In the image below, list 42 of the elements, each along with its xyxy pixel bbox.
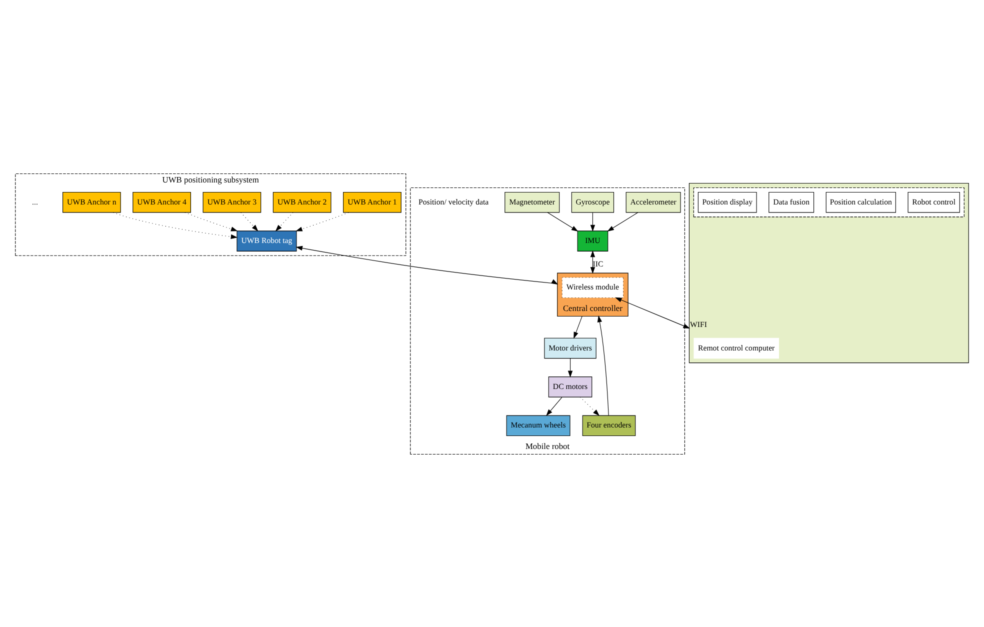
arrow [296, 245, 558, 284]
label: ... [32, 196, 38, 206]
node-box: UWB Anchor 3 [202, 191, 262, 212]
arrow [184, 212, 238, 231]
node-box: Magnetometer [504, 191, 560, 212]
node-box: DC motors [548, 376, 592, 397]
arrow [590, 212, 596, 232]
arrow [597, 314, 609, 416]
node-box: Remot control computer [694, 337, 779, 358]
arrow [568, 358, 573, 377]
arrow [113, 212, 238, 238]
node-box: UWB Anchor 4 [132, 191, 191, 212]
node-box: Wireless module [562, 276, 624, 298]
edge-label: WIFI [690, 320, 707, 329]
node-box: UWB Anchor 1 [343, 191, 402, 212]
label: Position/ velocity data [418, 196, 489, 206]
cluster [688, 182, 969, 363]
node-box: Position calculation [826, 191, 896, 212]
arrow [546, 396, 562, 416]
node-box: UWB Robot tag [236, 230, 297, 251]
node-box: Mecanum wheels [506, 414, 570, 436]
arrow [574, 315, 582, 338]
node-box: Four encoders [582, 414, 636, 436]
cluster [693, 186, 964, 217]
node-box: Motor drivers [544, 337, 596, 358]
arrow [580, 396, 600, 416]
arrow [547, 212, 578, 232]
node-box: Data fusion [768, 191, 814, 212]
node-box: Gyroscope [571, 191, 614, 212]
edge-label: IIC [592, 258, 604, 268]
node-box: UWB Anchor n [62, 191, 121, 212]
arrow [240, 212, 258, 231]
node-box: IMU [577, 230, 608, 251]
node-box: Position display [698, 191, 757, 212]
arrow [275, 212, 294, 231]
arrow [590, 250, 596, 274]
arrow [296, 212, 349, 231]
node-box: Accelerometer [626, 191, 681, 212]
arrow [607, 212, 638, 232]
node-box: UWB Anchor 2 [272, 191, 332, 212]
node-box: Robot control [908, 191, 960, 212]
arrow [615, 296, 690, 328]
